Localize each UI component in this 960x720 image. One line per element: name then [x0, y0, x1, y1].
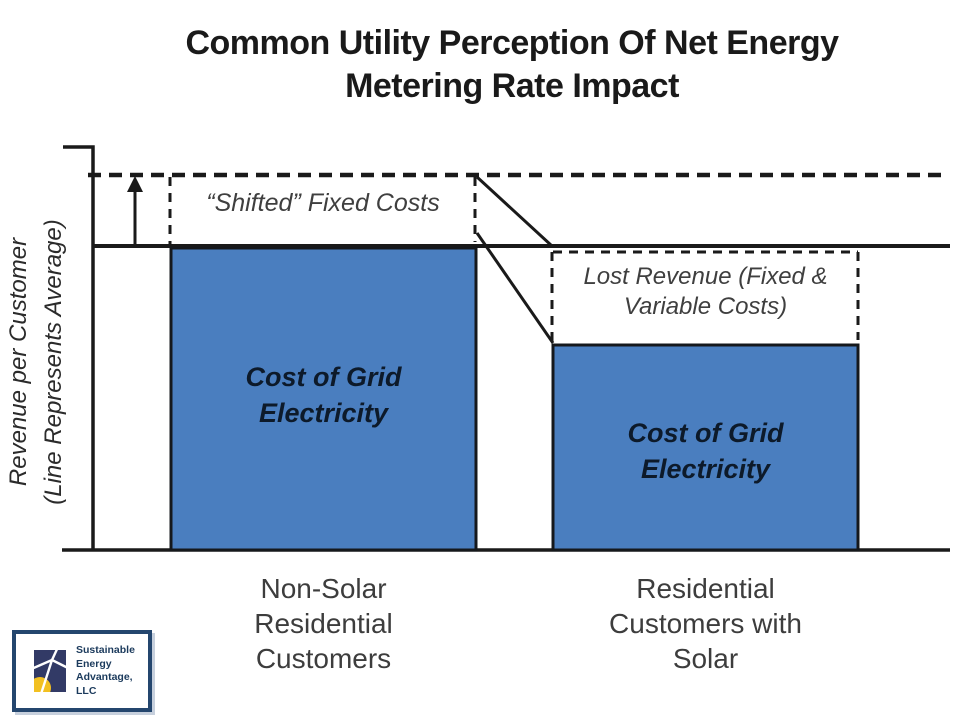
- wind-turbine-logo-icon: [28, 646, 70, 696]
- bar-with-solar: [551, 343, 860, 552]
- y-axis-label: Revenue per Customer (Line Represents Av…: [5, 219, 67, 505]
- logo-text: Sustainable Energy Advantage, LLC: [76, 644, 135, 697]
- company-logo: Sustainable Energy Advantage, LLC: [12, 630, 152, 712]
- bar1-label: Cost of Grid Electricity: [245, 362, 402, 428]
- category-label-with-solar: Residential Customers with Solar: [609, 573, 802, 674]
- logo-sun: [34, 677, 51, 692]
- bar-non-solar: [169, 246, 478, 552]
- diagonal-lower: [475, 232, 555, 344]
- chart-title: Common Utility Perception Of Net Energy …: [185, 24, 839, 105]
- y-axis-line: [63, 145, 95, 550]
- lost-revenue-label: Lost Revenue (Fixed & Variable Costs): [583, 263, 828, 320]
- category-label-non-solar: Non-Solar Residential Customers: [254, 573, 393, 674]
- diagonal-upper: [475, 175, 554, 248]
- logo-turbine-blades: [28, 646, 70, 696]
- bar2-label: Cost of Grid Electricity: [627, 418, 784, 484]
- shift-arrow-head-icon: [127, 176, 143, 192]
- shifted-fixed-costs-label: “Shifted” Fixed Costs: [206, 189, 440, 217]
